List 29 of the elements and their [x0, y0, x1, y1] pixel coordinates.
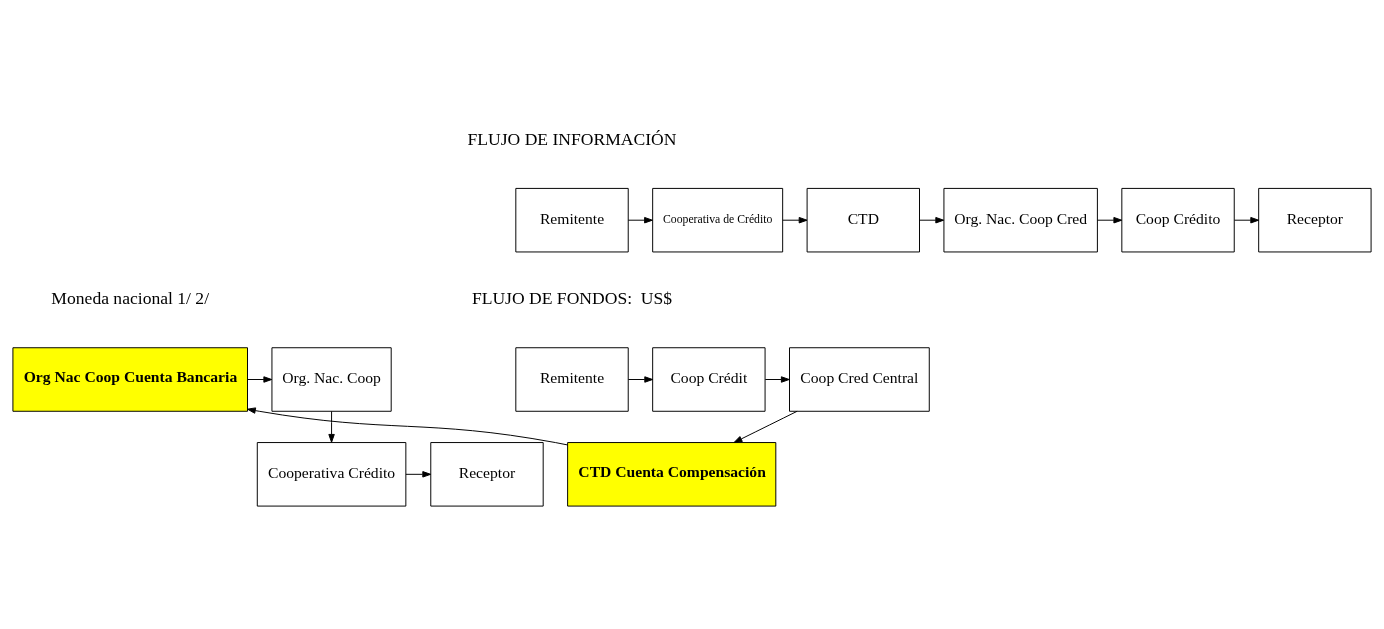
arrow	[247, 375, 273, 383]
node-box: Receptor	[1258, 187, 1372, 252]
node-box: Cooperativa de Crédito	[652, 187, 784, 252]
arrow	[733, 410, 798, 443]
node-box: Coop Crédit	[652, 346, 766, 412]
label: FLUJO DE INFORMACIÓN	[467, 128, 677, 149]
node-box: CTD Cuenta Compensación	[567, 441, 777, 507]
arrow	[627, 375, 654, 383]
node-box: Remitente	[515, 346, 629, 412]
node-box: Org. Nac. Coop	[271, 346, 392, 412]
arrow	[247, 406, 569, 445]
node-box: Org Nac Coop Cuenta Bancaria	[12, 346, 248, 412]
arrow	[328, 410, 335, 443]
label: Moneda nacional 1/ 2/	[51, 287, 210, 308]
node-box: CTD	[806, 187, 920, 252]
node-box: Remitente	[515, 187, 629, 252]
arrow	[782, 216, 808, 223]
arrow	[1233, 216, 1260, 223]
arrow	[627, 216, 653, 223]
arrow	[1097, 216, 1123, 223]
node-box: Org. Nac. Coop Cred	[943, 187, 1098, 252]
arrow	[764, 375, 790, 383]
arrow	[405, 470, 432, 478]
node-box: Coop Crédito	[1121, 187, 1235, 252]
node-box: Cooperativa Crédito	[256, 441, 407, 507]
node-box: Receptor	[430, 441, 544, 507]
label: FLUJO DE FONDOS: US$	[471, 287, 673, 308]
arrow	[919, 216, 945, 223]
node-box: Coop Cred Central	[789, 346, 930, 412]
